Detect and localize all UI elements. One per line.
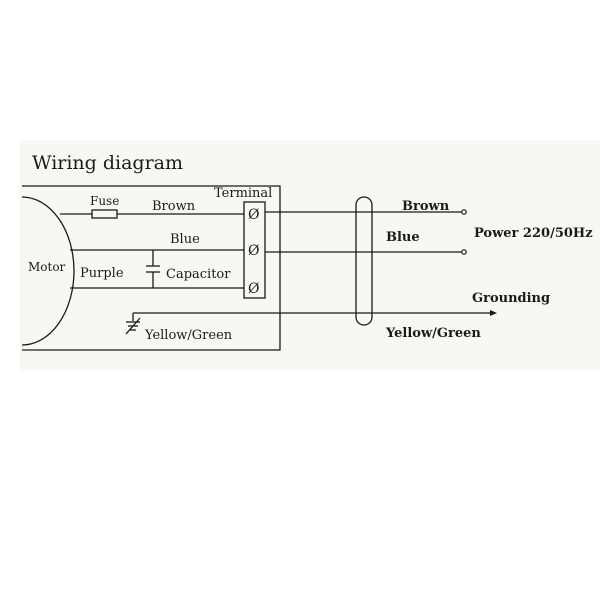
brown-inner-label: Brown xyxy=(152,199,196,214)
terminal-screws: Ø Ø Ø xyxy=(248,207,259,297)
brown-outer-label: Brown xyxy=(402,199,450,214)
enclosure-box xyxy=(22,185,281,351)
blue-outer-label: Blue xyxy=(386,230,420,245)
terminal-screw-3: Ø xyxy=(248,281,259,297)
grounding-arrow xyxy=(490,310,497,316)
blue-inner-label: Blue xyxy=(170,232,200,247)
fuse-label: Fuse xyxy=(90,194,119,208)
capacitor-label: Capacitor xyxy=(166,267,231,282)
yellow-green-outer-label: Yellow/Green xyxy=(385,326,481,341)
power-label: Power 220/50Hz xyxy=(474,226,593,241)
motor-label: Motor xyxy=(28,260,66,274)
motor-symbol xyxy=(21,196,75,346)
ground-slash xyxy=(125,317,141,335)
yellow-green-inner-label: Yellow/Green xyxy=(144,328,233,343)
diagram-title: Wiring diagram xyxy=(32,152,183,174)
paper-background xyxy=(20,140,600,370)
brown-endpoint xyxy=(461,209,467,215)
purple-label: Purple xyxy=(80,266,124,281)
grounding-label: Grounding xyxy=(472,291,550,306)
terminal-label: Terminal xyxy=(214,186,272,201)
blue-endpoint xyxy=(461,249,467,255)
cable-sheath xyxy=(355,196,373,326)
terminal-screw-2: Ø xyxy=(248,243,259,259)
terminal-screw-1: Ø xyxy=(248,207,259,223)
